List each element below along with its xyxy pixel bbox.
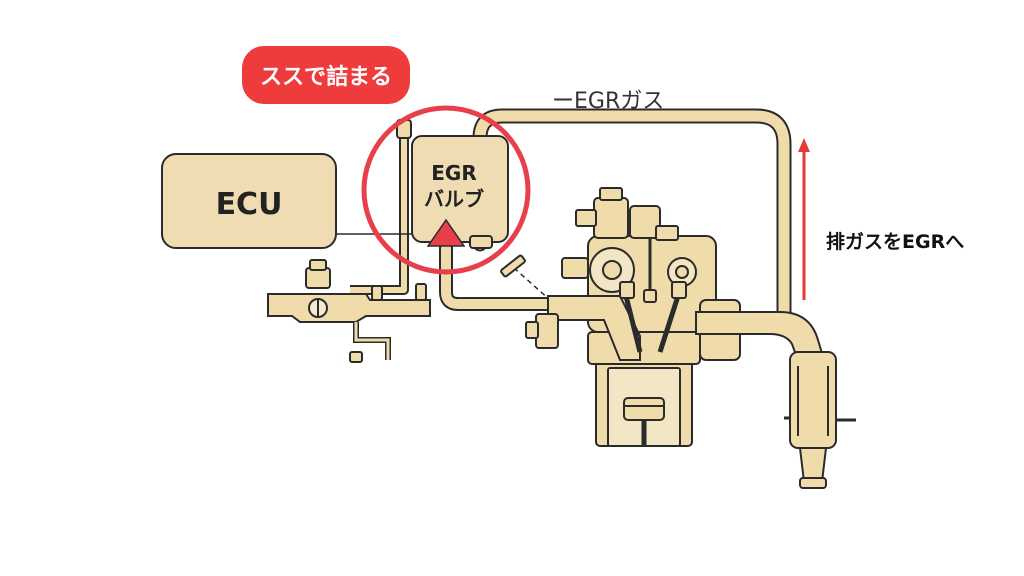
red-arrow-up-icon — [798, 138, 810, 300]
egr-valve: EGR バルブ — [411, 135, 509, 249]
ecu-box: ECU — [161, 153, 337, 249]
soot-clog-badge-label: ススで詰まる — [260, 64, 392, 90]
control-line — [350, 119, 412, 295]
ecu-label: ECU — [216, 187, 283, 222]
soot-clog-badge: ススで詰まる — [242, 46, 410, 104]
egr-valve-highlight-circle — [361, 105, 531, 275]
egr-valve-label-line2: バルブ — [424, 187, 484, 211]
exhaust-system — [695, 311, 856, 489]
egr-gas-pipe — [472, 108, 792, 328]
egr-gas-label: ーEGRガス — [552, 89, 664, 114]
engine — [525, 187, 741, 447]
exhaust-to-egr-label: 排ガスをEGRへ — [826, 230, 964, 253]
egr-valve-label-line1: EGR — [431, 161, 476, 185]
sensor-probe — [500, 254, 551, 301]
throttle-assembly — [267, 259, 431, 363]
intake-egr-pipe — [439, 241, 555, 311]
red-triangle-up-icon — [426, 218, 466, 247]
